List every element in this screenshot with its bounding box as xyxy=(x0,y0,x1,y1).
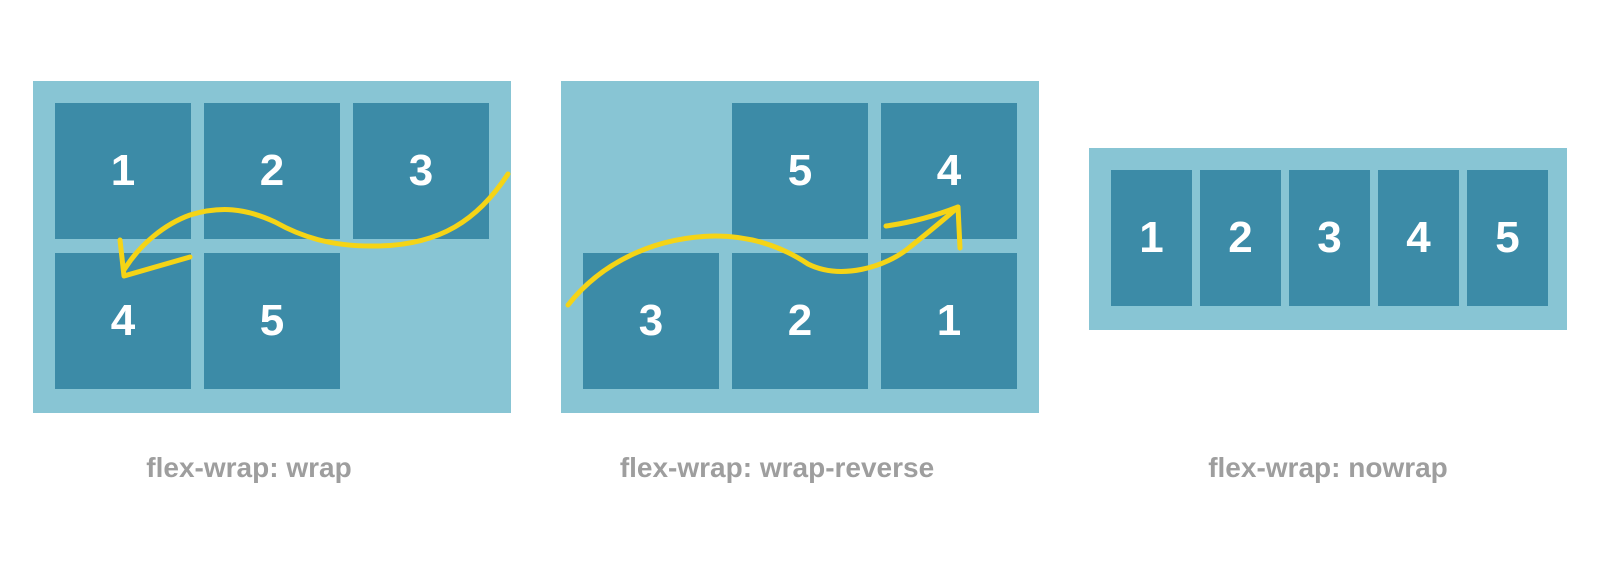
wrap-caption: flex-wrap: wrap xyxy=(146,452,352,483)
wrap-reverse-caption: flex-wrap: wrap-reverse xyxy=(619,452,935,483)
wrap-reverse-item-4: 4 xyxy=(881,103,1017,239)
nowrap-item-5: 5 xyxy=(1467,170,1548,306)
nowrap-caption: flex-wrap: nowrap xyxy=(1208,452,1448,483)
wrap-reverse-item-5: 5 xyxy=(732,103,868,239)
nowrap-item-2: 2 xyxy=(1200,170,1281,306)
nowrap-item-1: 1 xyxy=(1111,170,1192,306)
wrap-item-2: 2 xyxy=(204,103,340,239)
wrap-reverse-item-2: 2 xyxy=(732,253,868,389)
nowrap-item-3: 3 xyxy=(1289,170,1370,306)
wrap-item-5: 5 xyxy=(204,253,340,389)
wrap-reverse-item-1: 1 xyxy=(881,253,1017,389)
wrap-reverse-item-3: 3 xyxy=(583,253,719,389)
wrap-item-1: 1 xyxy=(55,103,191,239)
wrap-item-4: 4 xyxy=(55,253,191,389)
nowrap-item-4: 4 xyxy=(1378,170,1459,306)
wrap-item-3: 3 xyxy=(353,103,489,239)
